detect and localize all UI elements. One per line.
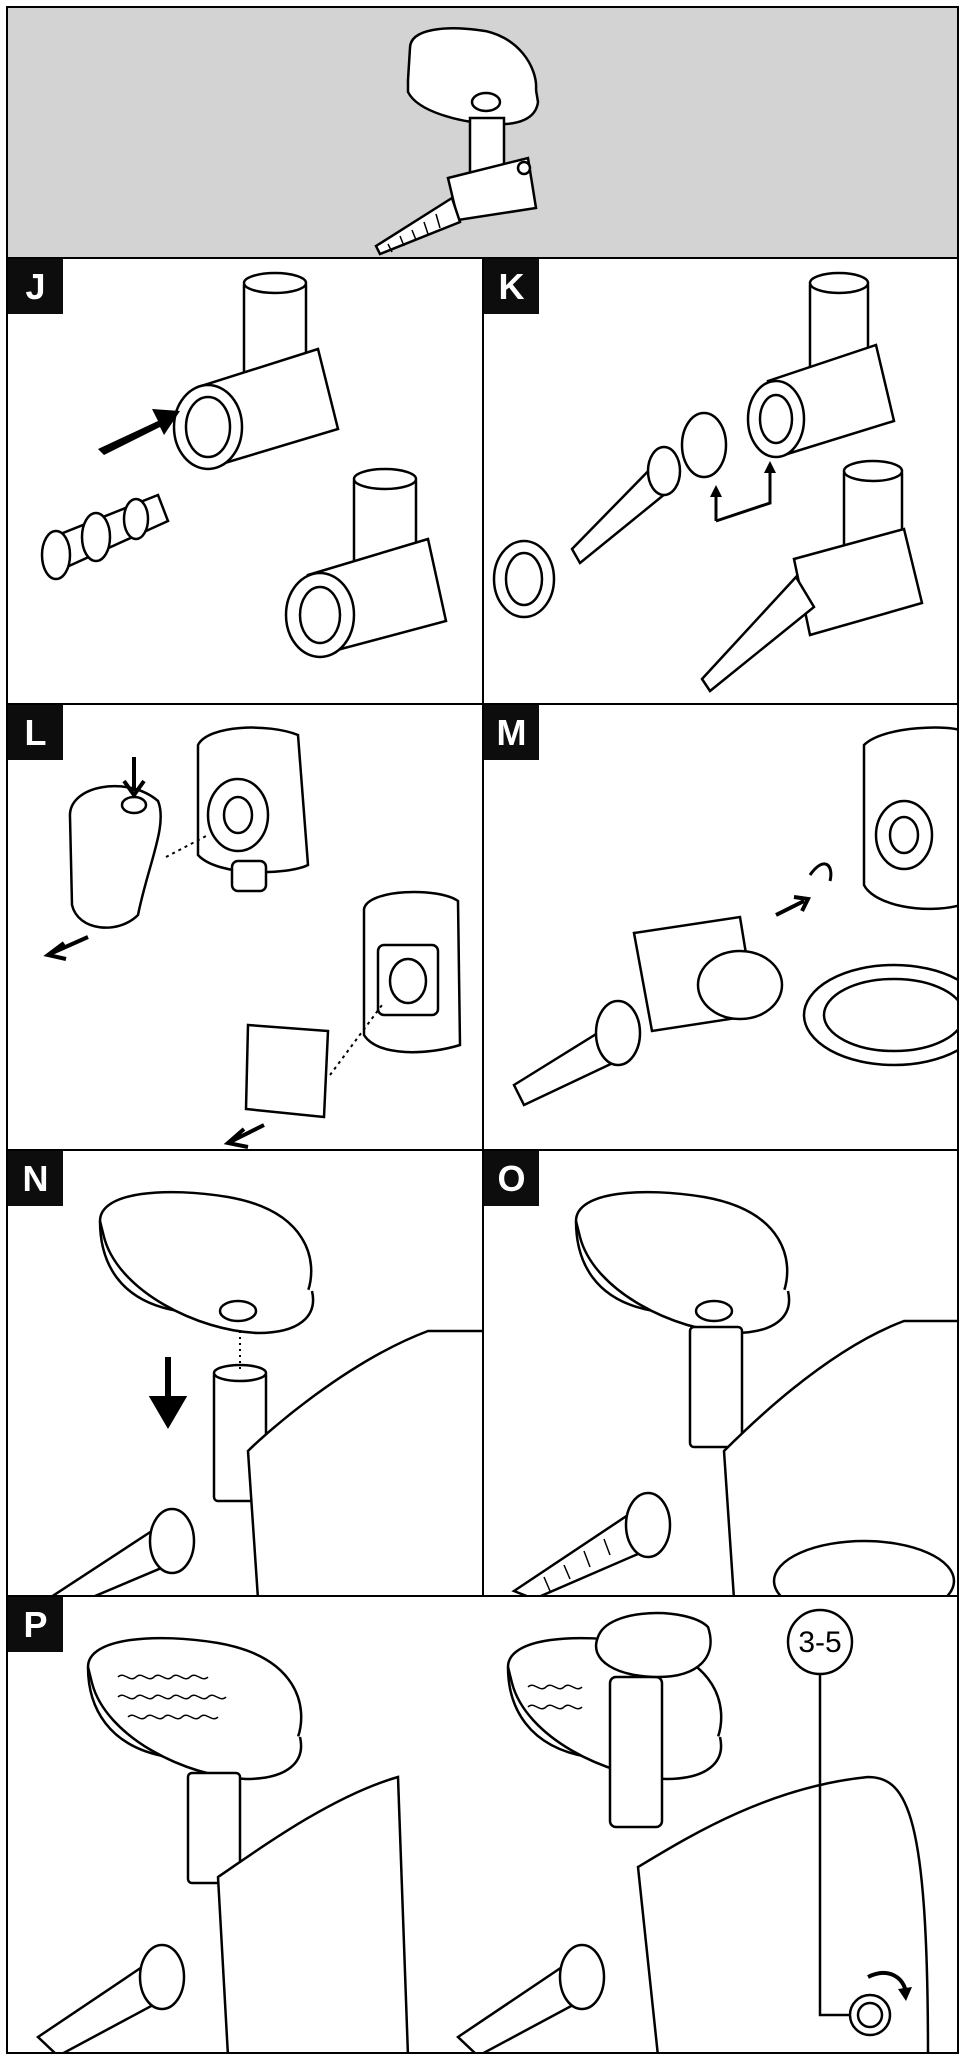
mincer-assembly-illustration [374, 27, 540, 256]
step-label-o: O [484, 1151, 539, 1206]
step-label-p: P [8, 1597, 63, 1652]
assembled-mincer-illustration [511, 1190, 957, 1595]
speed-setting-badge [786, 1608, 854, 1676]
step-label-l: L [8, 705, 63, 760]
step-panel-o: O [482, 1149, 959, 1597]
remove-outlet-cover-illustration [43, 726, 462, 1149]
step-panel-m: M [482, 703, 959, 1151]
step-panel-l: L [6, 703, 484, 1151]
screw-insertion-illustration [40, 271, 448, 659]
step-label-n: N [8, 1151, 63, 1206]
plate-and-cone-illustration [492, 271, 924, 693]
speed-setting-text: 3-5 [798, 1626, 841, 1659]
step-panel-k: K [482, 257, 959, 705]
mincing-operation-illustration: 3-5 [36, 1608, 930, 2052]
step-label-j: J [8, 259, 63, 314]
step-panel-j: J [6, 257, 484, 705]
header-illustration [6, 6, 959, 259]
step-label-m: M [484, 705, 539, 760]
attach-mincer-illustration [512, 726, 957, 1107]
step-label-k: K [484, 259, 539, 314]
step-panel-p: 3-5 P [6, 1595, 959, 2054]
step-panel-n: N [6, 1149, 484, 1597]
fit-tray-illustration [51, 1190, 482, 1595]
